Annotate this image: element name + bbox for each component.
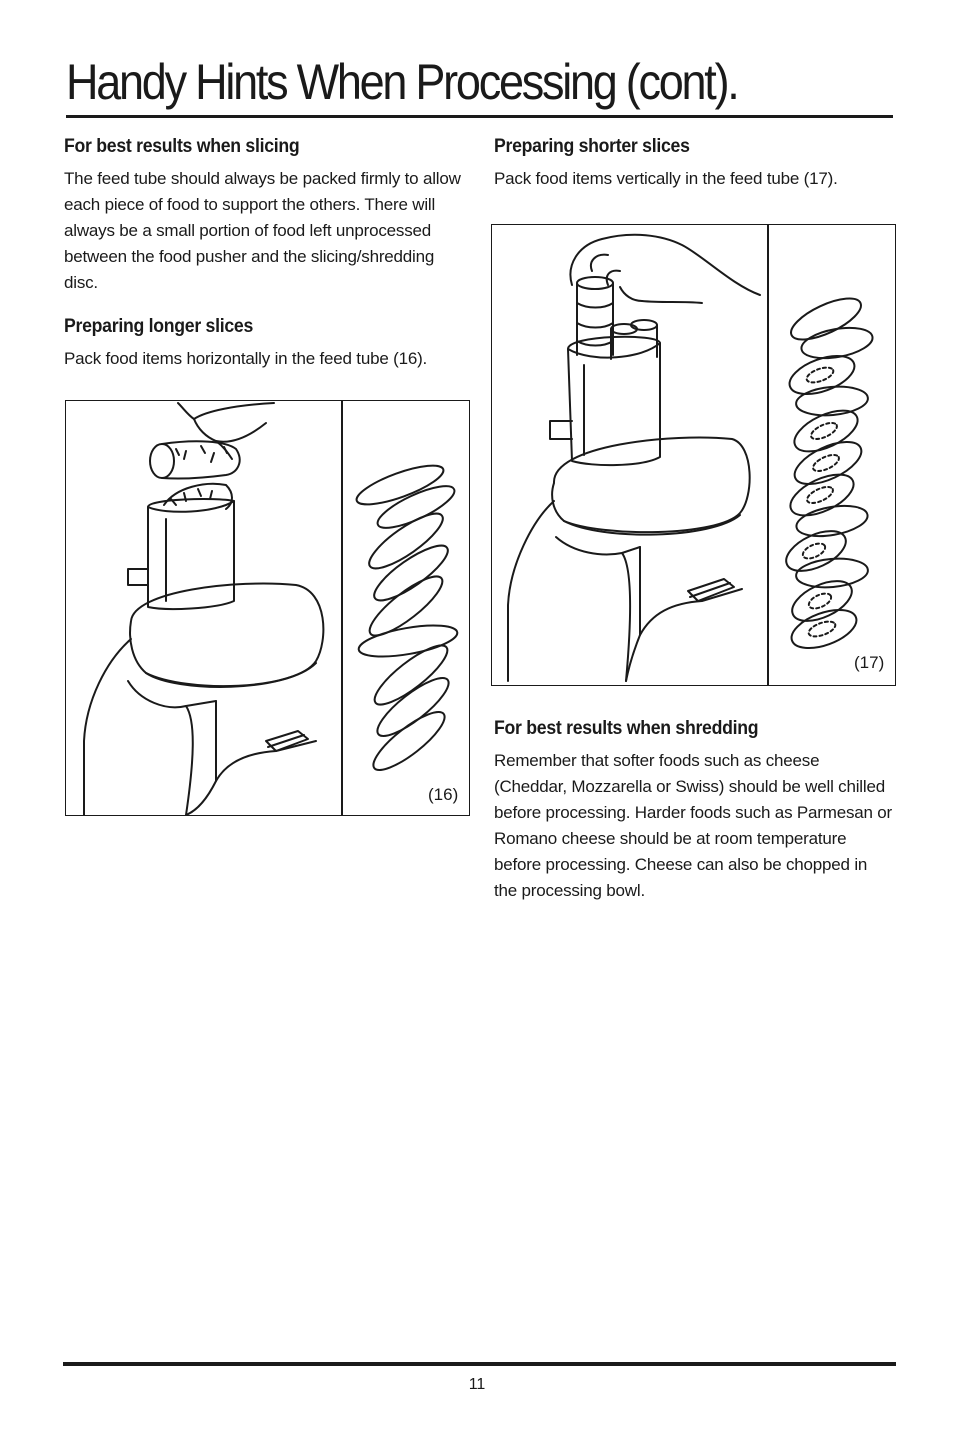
page-number: 11 <box>468 1376 486 1393</box>
page-title: Handy Hints When Processing (cont). <box>66 54 740 110</box>
figure-17: (17) <box>491 224 896 686</box>
figure-17-label: (17) <box>854 653 885 672</box>
food-processor-horizontal-illustration <box>83 401 459 815</box>
longer-slices-text: Pack food items horizontally in the feed… <box>64 349 428 368</box>
slicing-text: The feed tube should always be packed fi… <box>64 169 461 292</box>
slicing-heading: For best results when slicing <box>64 136 300 157</box>
shredding-heading: For best results when shredding <box>494 718 759 739</box>
left-column: For best results when slicing The feed t… <box>64 136 469 372</box>
title-divider <box>66 115 893 118</box>
shredding-text: Remember that softer foods such as chees… <box>494 751 893 900</box>
food-processor-vertical-illustration <box>507 225 874 685</box>
longer-slices-heading: Preparing longer slices <box>64 316 254 337</box>
figure-16-label: (16) <box>428 785 459 804</box>
shorter-slices-text: Pack food items vertically in the feed t… <box>494 169 838 188</box>
figure-16: (16) <box>65 400 470 816</box>
footer-divider <box>63 1362 896 1366</box>
shorter-slices-heading: Preparing shorter slices <box>494 136 690 157</box>
right-column-bottom: For best results when shredding Remember… <box>494 718 894 904</box>
right-column-top: Preparing shorter slices Pack food items… <box>494 136 894 192</box>
